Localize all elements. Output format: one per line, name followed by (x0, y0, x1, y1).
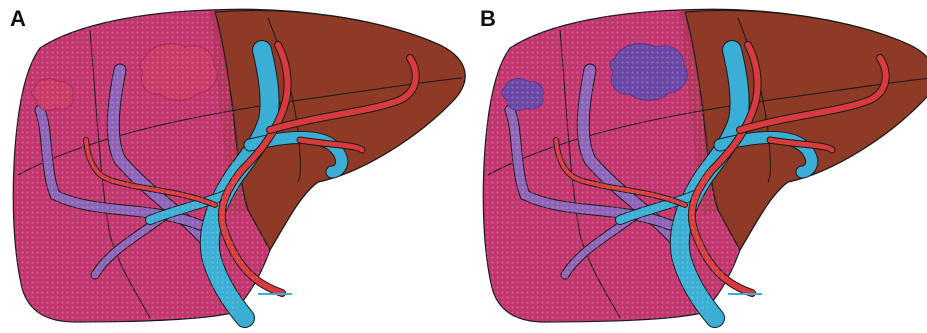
lesion-small (32, 79, 73, 111)
lesion-large (140, 44, 217, 101)
lesion-small (502, 79, 543, 111)
panel-a (13, 9, 465, 322)
lesion-large (610, 44, 687, 101)
panel-b (483, 9, 927, 322)
